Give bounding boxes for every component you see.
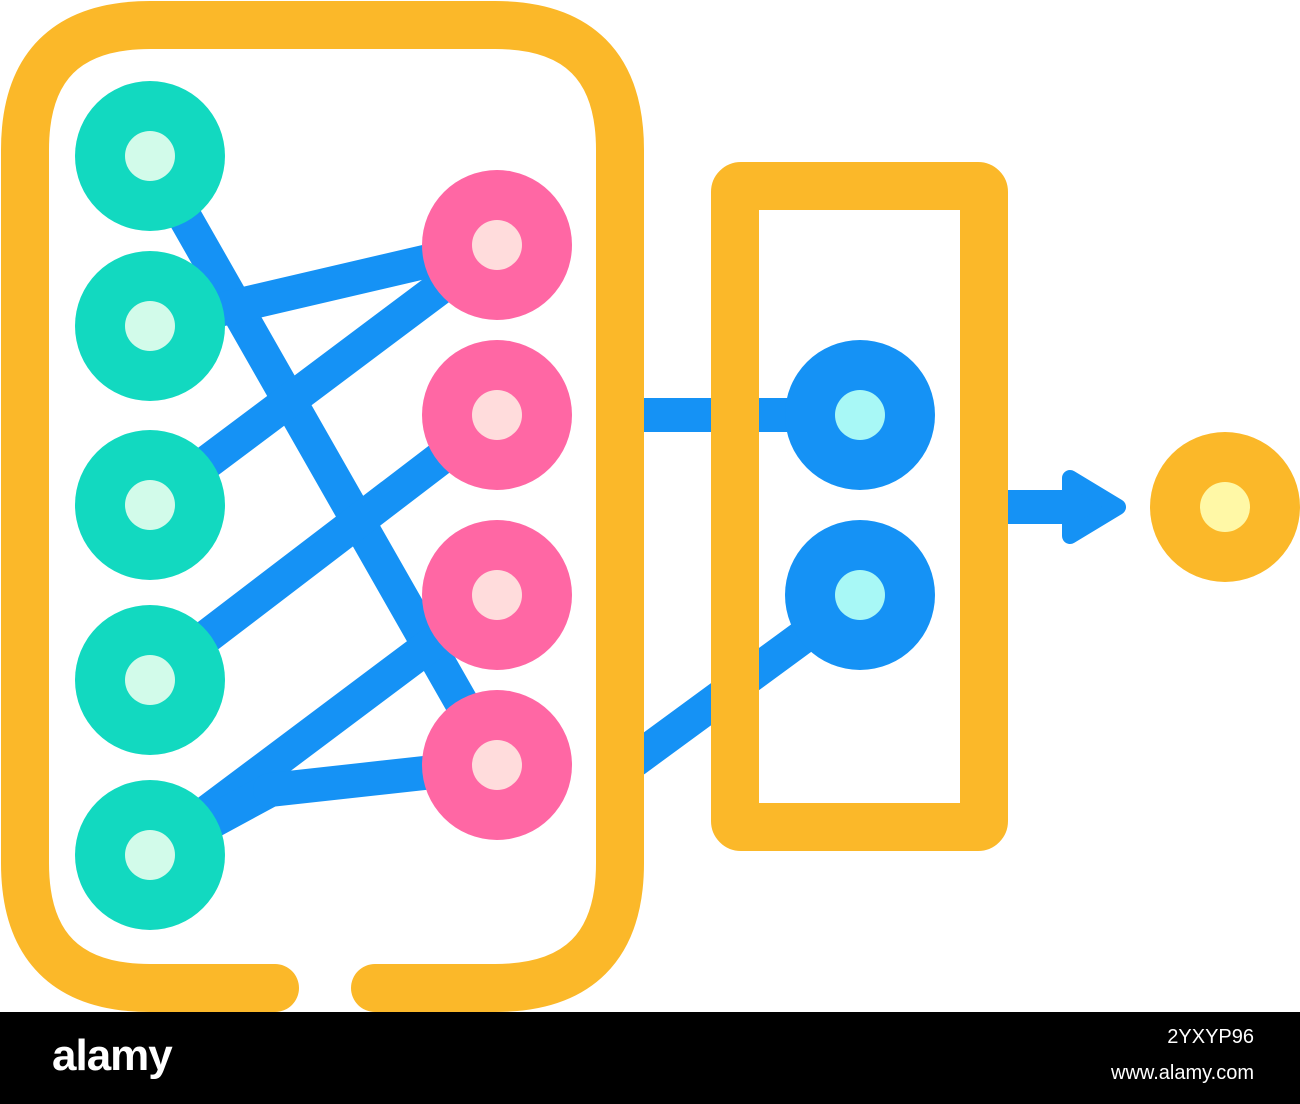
hidden-node bbox=[422, 520, 572, 670]
connection-line bbox=[133, 139, 514, 782]
output-layer bbox=[785, 340, 935, 670]
input-node bbox=[75, 780, 225, 930]
output-node bbox=[785, 520, 935, 670]
output-layer-frame bbox=[711, 162, 1008, 851]
input-layer bbox=[75, 81, 225, 930]
input-node bbox=[75, 605, 225, 755]
stock-footer-bar: alamy 2YXYP96 www.alamy.com bbox=[0, 1012, 1300, 1104]
brand-logo: alamy bbox=[52, 1031, 173, 1080]
image-id: 2YXYP96 bbox=[1167, 1026, 1254, 1048]
result-node bbox=[1150, 432, 1300, 582]
hidden-layer bbox=[422, 170, 572, 840]
arrow-head bbox=[1062, 470, 1126, 544]
hidden-node bbox=[422, 170, 572, 320]
output-node bbox=[785, 340, 935, 490]
hidden-node bbox=[422, 340, 572, 490]
input-node bbox=[75, 81, 225, 231]
hidden-node bbox=[422, 690, 572, 840]
site-url: www.alamy.com bbox=[1111, 1062, 1254, 1084]
layer-frame bbox=[1, 1, 644, 1012]
input-node bbox=[75, 430, 225, 580]
input-node bbox=[75, 251, 225, 401]
neural-network-diagram bbox=[1, 1, 1300, 1012]
